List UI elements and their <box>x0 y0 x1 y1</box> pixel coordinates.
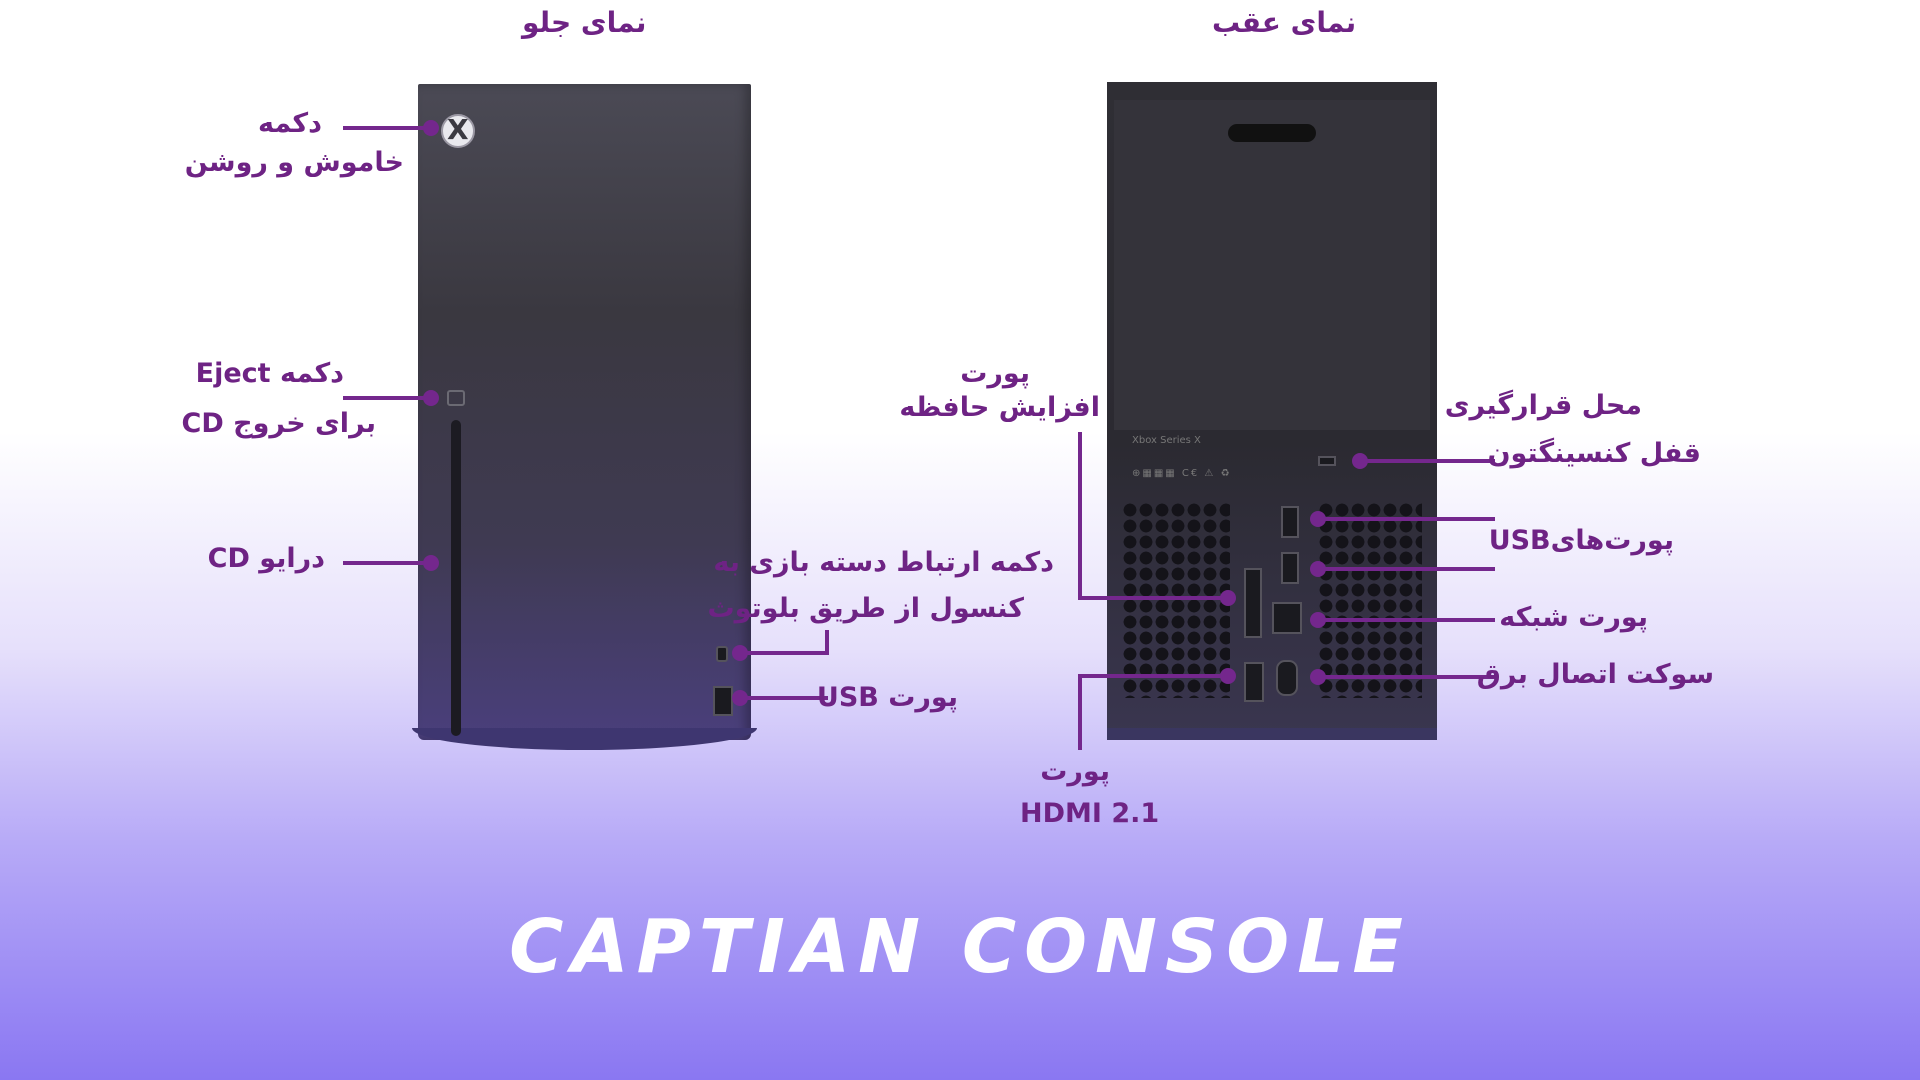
power-socket-dot <box>1310 669 1326 685</box>
expansion-card-port <box>1244 568 1262 638</box>
expansion-leader-h <box>1078 596 1228 600</box>
label-cd-drive: درایو CD <box>207 543 325 574</box>
cd-dot <box>423 555 439 571</box>
brand-logo: CAPTIAN CONSOLE <box>509 904 1411 990</box>
network-leader <box>1318 618 1495 622</box>
pair-leader-v <box>825 630 829 653</box>
power-leader <box>343 126 431 130</box>
label-usb-front: پورت USB <box>816 682 958 713</box>
power-dot <box>423 120 439 136</box>
console-front <box>418 84 751 740</box>
label-pair-line2: کنسول از طریق بلوتوث <box>707 593 1024 624</box>
label-expansion-line1: پورت <box>960 358 1030 389</box>
console-back-base <box>1107 728 1437 740</box>
front-usb-port <box>713 686 733 716</box>
front-pair-button <box>716 646 728 662</box>
usb-front-leader <box>740 696 828 700</box>
pair-dot <box>732 645 748 661</box>
console-back-panel <box>1114 100 1430 430</box>
eject-dot <box>423 390 439 406</box>
label-expansion-line2: افزایش حافظه <box>899 392 1100 423</box>
label-eject-line1: دکمه Eject <box>195 358 344 389</box>
label-network-port: پورت شبکه <box>1499 602 1648 633</box>
xbox-power-icon: X <box>441 113 475 148</box>
cd-leader <box>343 561 431 565</box>
label-power-line2: خاموش و روشن <box>184 147 404 178</box>
kensington-dot <box>1352 453 1368 469</box>
xbox-logo-glyph: X <box>447 113 469 146</box>
cd-drive-slot <box>451 420 461 736</box>
usb-front-dot <box>732 690 748 706</box>
ethernet-port <box>1272 602 1302 634</box>
eject-button-icon <box>447 390 465 406</box>
label-kensington-line1: محل قرارگیری <box>1444 390 1642 421</box>
label-power-line1: دکمه <box>257 108 322 139</box>
usb-back-dot-2 <box>1310 561 1326 577</box>
power-socket-leader <box>1318 675 1495 679</box>
back-grille-right <box>1318 502 1422 698</box>
label-pair-line1: دکمه ارتباط دسته بازی به <box>713 547 1054 578</box>
label-power-socket: سوکت اتصال برق <box>1476 659 1714 690</box>
model-sticker: Xbox Series X <box>1132 435 1201 446</box>
label-eject-line2: برای خروج CD <box>181 408 376 439</box>
pair-leader-h <box>740 651 829 655</box>
usb-back-leader-1 <box>1318 517 1495 521</box>
usb-back-leader-2 <box>1318 567 1495 571</box>
hdmi-leader-v <box>1078 674 1082 750</box>
back-vent-slot <box>1228 124 1316 142</box>
expansion-leader-v <box>1078 432 1082 600</box>
back-usb-port-2 <box>1281 552 1299 584</box>
label-hdmi-line2: HDMI 2.1 <box>1020 798 1160 829</box>
label-kensington-line2: قفل کنسینگتون <box>1487 438 1701 469</box>
console-front-base <box>412 728 757 750</box>
back-view-title: نمای عقب <box>1212 6 1357 39</box>
back-usb-port-1 <box>1281 506 1299 538</box>
hdmi-leader-h <box>1078 674 1228 678</box>
label-usb-ports: پورت‌هایUSB <box>1488 525 1674 556</box>
cert-marks: ⊕▦▦▦ C€ ⚠ ♻ <box>1132 468 1232 479</box>
network-dot <box>1310 612 1326 628</box>
back-grille-left <box>1122 502 1230 698</box>
front-view-title: نمای جلو <box>522 6 647 39</box>
kensington-slot <box>1318 456 1336 466</box>
label-hdmi-line1: پورت <box>1040 756 1110 787</box>
hdmi-dot <box>1220 668 1236 684</box>
expansion-dot <box>1220 590 1236 606</box>
usb-back-dot-1 <box>1310 511 1326 527</box>
kensington-leader <box>1360 459 1495 463</box>
power-socket <box>1276 660 1298 696</box>
eject-leader <box>343 396 431 400</box>
hdmi-port <box>1244 662 1264 702</box>
